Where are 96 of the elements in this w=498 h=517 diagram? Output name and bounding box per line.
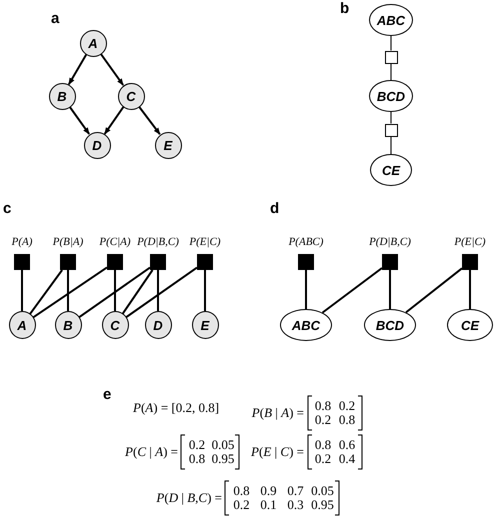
- panel-letter: a: [51, 10, 60, 27]
- node-label: B: [57, 88, 67, 104]
- node-label: ABC: [292, 318, 320, 332]
- matrix-value: 0.9: [260, 483, 277, 499]
- node-label: E: [200, 318, 210, 332]
- connector-line: [322, 267, 383, 314]
- panel-letter: e: [103, 386, 112, 403]
- variable-circle: [118, 82, 144, 110]
- node-label: CE: [382, 162, 400, 178]
- arrow: [104, 106, 124, 134]
- node-label: D: [92, 138, 102, 152]
- node-label: A: [17, 318, 27, 332]
- connector-line: [390, 136, 392, 154]
- matrix-value: 0.4: [338, 451, 356, 467]
- variable-circle: [192, 311, 218, 339]
- variable-circle: [102, 311, 128, 339]
- node-label: C: [126, 88, 136, 104]
- matrix-value: 0.6: [338, 437, 356, 453]
- variable-circle: [54, 311, 82, 339]
- connector-line: [469, 270, 471, 309]
- connector-line: [32, 266, 108, 318]
- variable-circle: [8, 311, 36, 339]
- matrix-value: 0.2: [314, 451, 332, 467]
- factor-label: P(E|C): [189, 236, 221, 248]
- node-label: D: [153, 318, 163, 332]
- connector-line: [390, 36, 392, 51]
- connector-line: [157, 270, 159, 311]
- node-label: A: [88, 36, 98, 50]
- equation: P(A) = [0.2, 0.8]: [133, 400, 220, 416]
- connector-line: [126, 266, 198, 318]
- node-label: E: [164, 138, 172, 152]
- cluster-ellipse: [370, 154, 412, 186]
- connector-line: [114, 270, 116, 311]
- variable-circle: [48, 82, 76, 110]
- arrow: [68, 54, 88, 85]
- panel-letter: d: [270, 200, 280, 217]
- equation-label: P(C | A) =: [125, 444, 178, 460]
- node-label: BCD: [376, 318, 404, 332]
- matrix-value: 0.95: [212, 451, 234, 467]
- connector-line: [67, 270, 69, 311]
- connector-line: [305, 270, 307, 309]
- variable-circle: [144, 311, 172, 339]
- separator-box: [384, 124, 398, 136]
- separator-box: [384, 50, 398, 64]
- matrix-value: 0.2: [188, 437, 206, 453]
- matrix-value: 0.3: [287, 497, 304, 513]
- matrix-value: 0.2: [233, 497, 250, 513]
- connector-line: [389, 270, 391, 309]
- connector-line: [122, 269, 154, 314]
- connector-line: [29, 269, 63, 314]
- node-label: C: [110, 318, 120, 332]
- factor-label: P(B|A): [52, 236, 84, 248]
- variable-circle: [80, 30, 106, 56]
- connector-line: [390, 63, 392, 80]
- matrix-value: 0.8: [338, 412, 356, 428]
- arrow: [69, 106, 90, 135]
- panel-letter: b: [340, 0, 350, 17]
- factor-label: P(ABC): [288, 236, 324, 248]
- cluster-ellipse: [364, 309, 416, 341]
- connector-line: [21, 270, 23, 311]
- matrix-value: 0.05: [311, 483, 334, 499]
- matrix-value: 0.8: [188, 451, 206, 467]
- matrix-value: 0.7: [287, 483, 304, 499]
- factor-label: P(D|B,C): [137, 236, 179, 248]
- node-label: CE: [460, 318, 480, 332]
- arrow: [100, 53, 124, 86]
- factor-label: P(E|C): [454, 236, 486, 248]
- node-label: ABC: [376, 12, 406, 28]
- panel-letter: c: [3, 200, 12, 217]
- matrix-value: 0.05: [212, 437, 234, 453]
- node-label: BCD: [376, 88, 406, 104]
- node-label: B: [63, 318, 73, 332]
- cluster-ellipse: [369, 4, 413, 36]
- arrow: [138, 106, 161, 135]
- matrix-value: 0.95: [311, 497, 334, 513]
- equation-label: P(D | B,C) =: [156, 490, 222, 506]
- connector-line: [204, 270, 206, 311]
- matrix-value: 0.2: [338, 398, 356, 414]
- matrix-value: 0.8: [314, 398, 332, 414]
- variable-circle: [154, 132, 182, 158]
- matrix-value: 0.8: [314, 437, 332, 453]
- cluster-ellipse: [447, 309, 493, 341]
- matrix-value: 0.8: [233, 483, 250, 499]
- factor-label: P(C|A): [99, 236, 131, 248]
- equation-label: P(B | A) =: [252, 405, 304, 421]
- factor-label: P(D|B,C): [369, 236, 411, 248]
- cluster-ellipse: [369, 80, 413, 112]
- connector-line: [405, 268, 463, 314]
- matrix-value: 0.1: [260, 497, 277, 513]
- factor-label: P(A): [12, 236, 32, 248]
- connector-line: [78, 266, 151, 318]
- cluster-ellipse: [280, 309, 332, 341]
- connector-line: [390, 112, 392, 124]
- equation-label: P(E | C) =: [251, 444, 304, 460]
- matrix-value: 0.2: [314, 412, 332, 428]
- variable-circle: [84, 132, 110, 158]
